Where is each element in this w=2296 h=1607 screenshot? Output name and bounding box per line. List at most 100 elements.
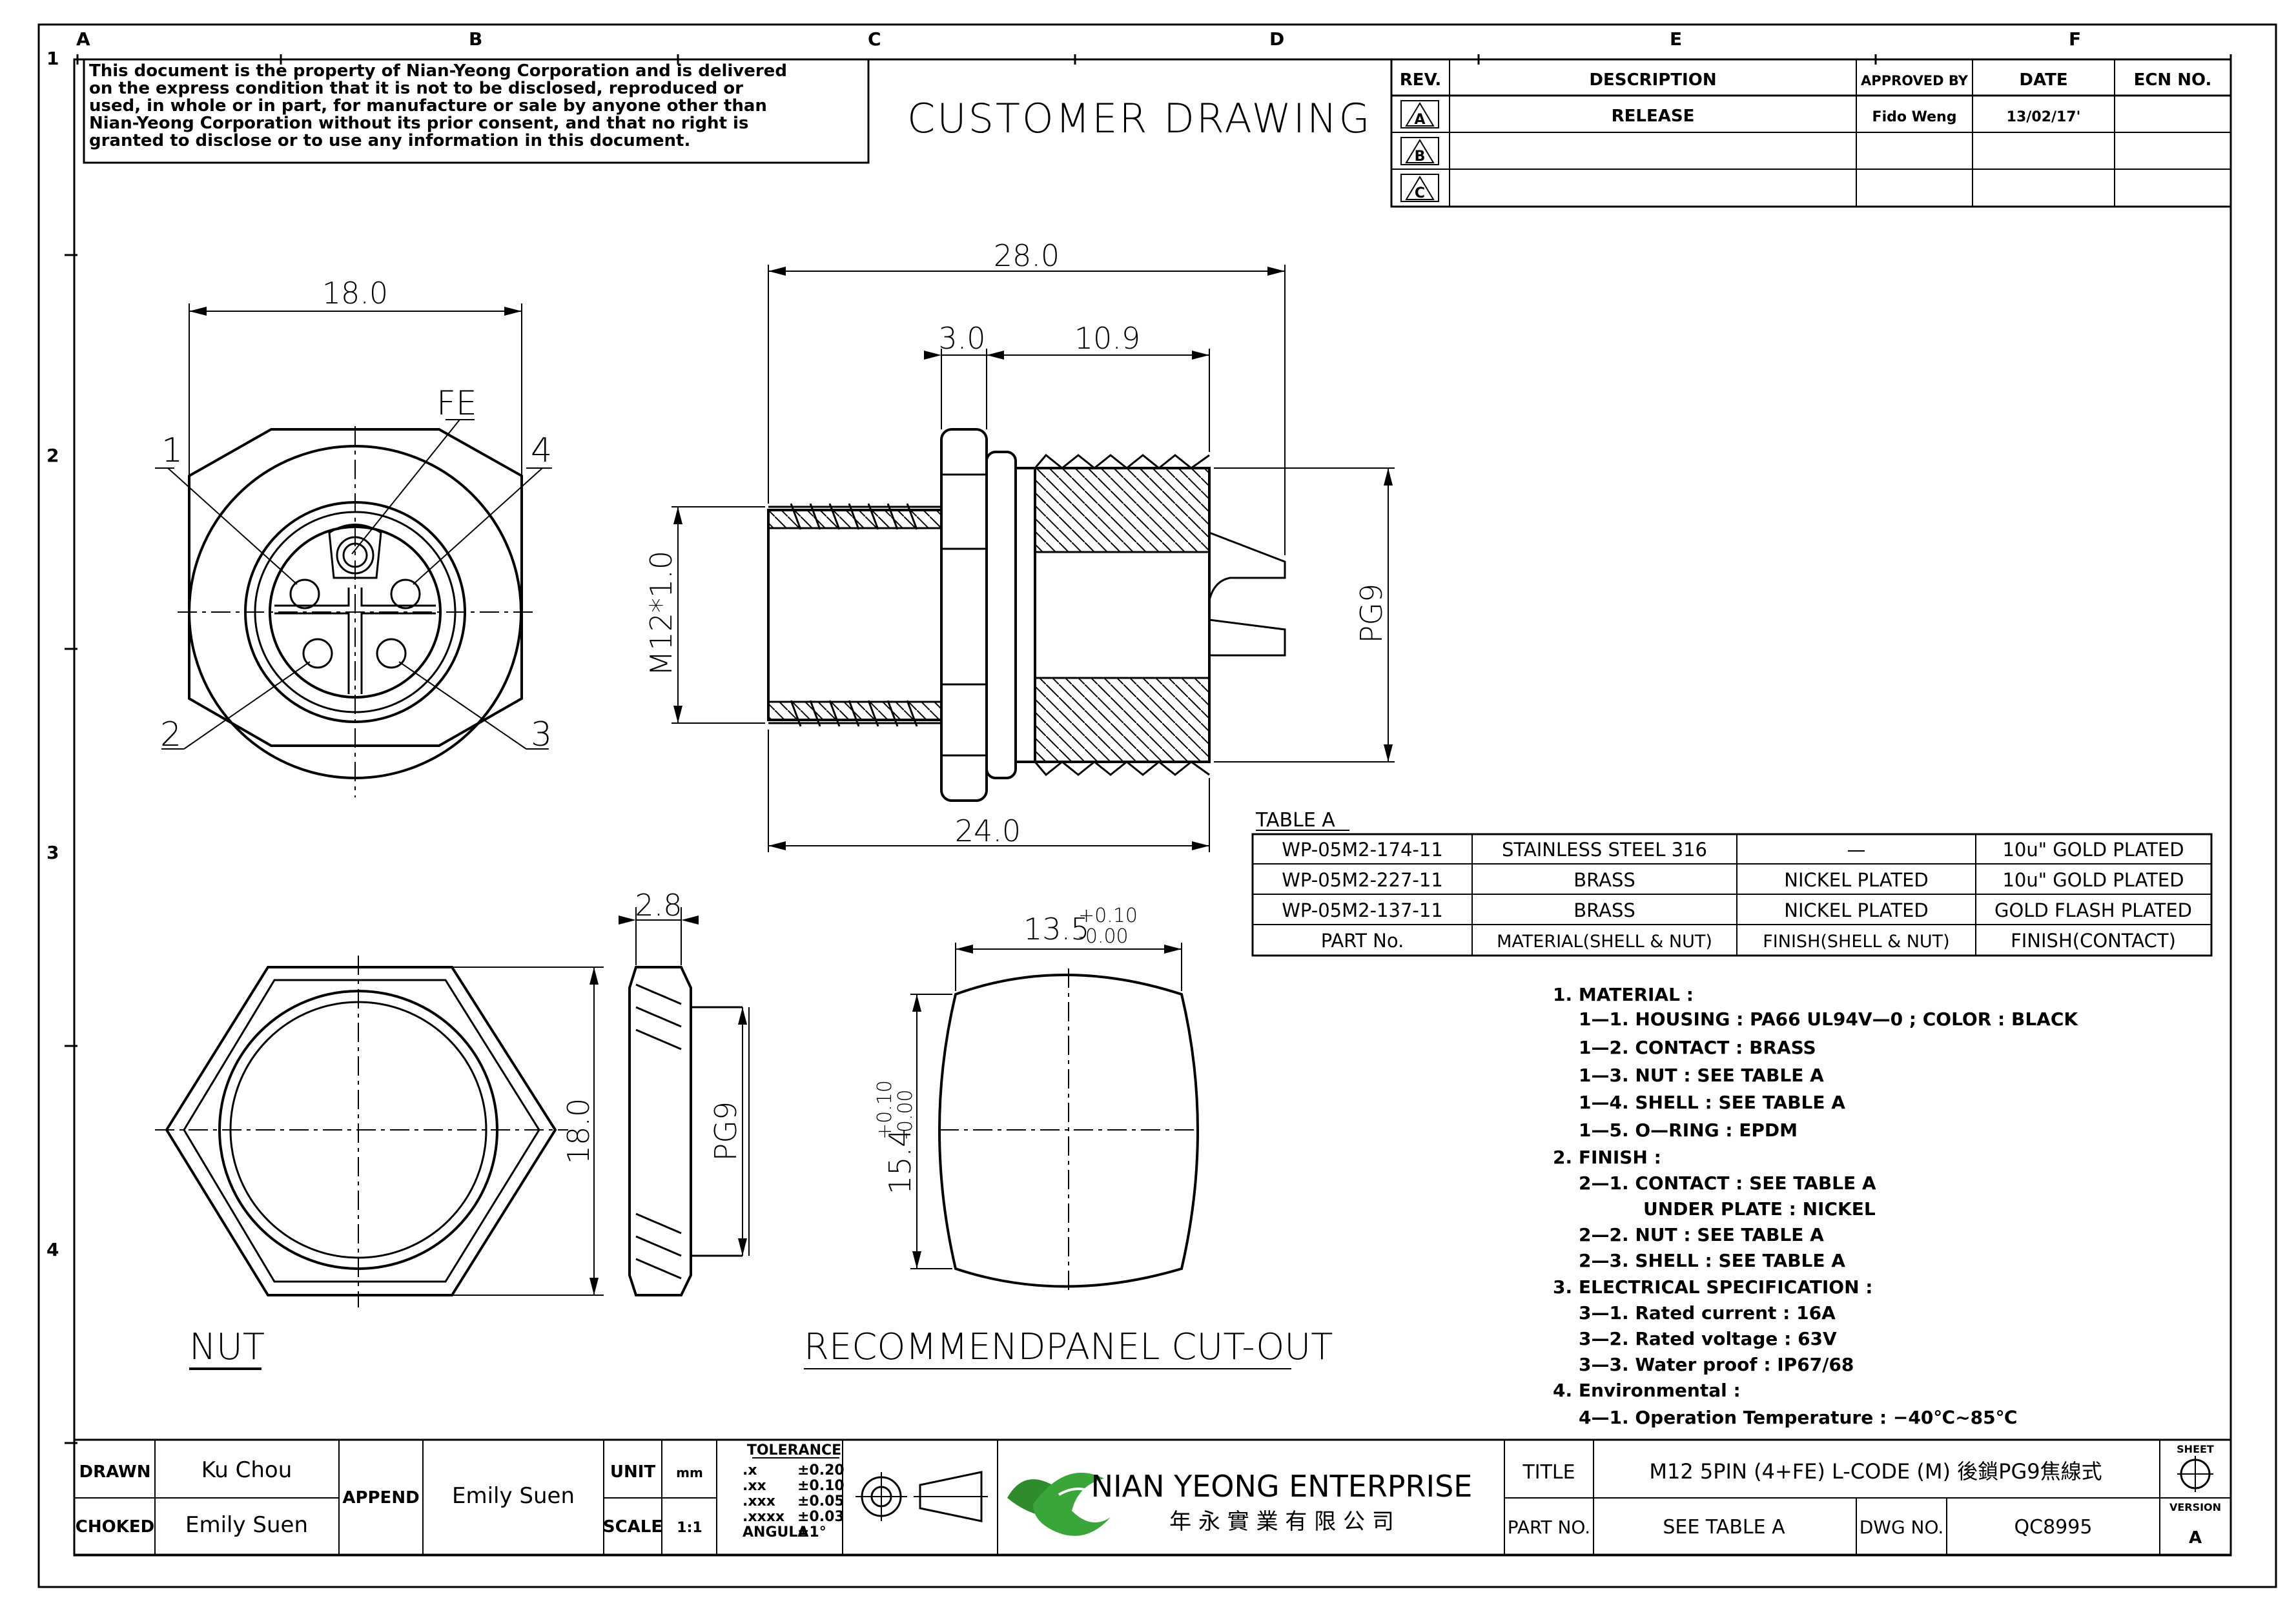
table-cell: — (1847, 839, 1866, 861)
grid-labels: A B C D E F 1 2 3 4 (46, 28, 2081, 1260)
notice-line: Nian-Yeong Corporation without its prior… (89, 114, 748, 133)
table-header-cell: MATERIAL(SHELL & NUT) (1497, 932, 1712, 952)
rev-letter: A (1414, 112, 1425, 128)
note-line: 1—4. SHELL : SEE TABLE A (1579, 1092, 1845, 1113)
append-label: APPEND (342, 1488, 419, 1508)
company-name: NIAN YEONG ENTERPRISE (1091, 1469, 1473, 1504)
tolerance-key: .xxx (743, 1493, 775, 1510)
pin-label-2: 2 (160, 715, 181, 754)
notice-line: This document is the property of Nian-Ye… (89, 61, 787, 81)
table-header-cell: FINISH(SHELL & NUT) (1763, 932, 1949, 952)
checked-by: Emily Suen (185, 1512, 308, 1538)
scale-label: SCALE (603, 1517, 662, 1537)
notice-line: on the express condition that it is not … (89, 79, 743, 98)
rev-letter: B (1415, 148, 1426, 165)
table-cell: WP-05M2-174-11 (1282, 839, 1443, 861)
rev-row-c: C (1400, 174, 1439, 202)
col-label-b: B (469, 28, 482, 50)
tolerance-value: ±0.03 (797, 1509, 845, 1525)
cutout-width-dimension: 13.5 (1023, 912, 1089, 947)
side-rear-thread-dimension: PG9 (1354, 584, 1389, 644)
front-width-dimension: 18.0 (322, 276, 388, 311)
drawing-title: M12 5PIN (4+FE) L-CODE (M) 後鎖PG9焦線式 (1649, 1459, 2102, 1484)
nut-thread-dimension: PG9 (708, 1101, 743, 1162)
rev-header-ecn: ECN NO. (2134, 70, 2212, 90)
front-view: 18.0 FE 1 2 3 4 (155, 276, 552, 797)
company-name-cn: 年 永 實 業 有 限 公 司 (1169, 1509, 1394, 1535)
rev-row-b: B (1400, 137, 1439, 165)
tolerance-key: .xxxx (743, 1509, 784, 1525)
pin-label-1: 1 (161, 431, 183, 470)
cutout-width-tol-plus: +0.10 (1078, 905, 1138, 927)
table-cell: BRASS (1573, 899, 1635, 921)
rev-header-date: DATE (2019, 70, 2067, 90)
cutout-height-tol-minus: -0.00 (894, 1089, 917, 1140)
confidentiality-notice: This document is the property of Nian-Ye… (83, 58, 870, 164)
rev-header-description: DESCRIPTION (1589, 70, 1716, 90)
col-label-d: D (1269, 28, 1284, 50)
document-title: CUSTOMER DRAWING (907, 95, 1372, 142)
dwg-number-label: DWG NO. (1860, 1517, 1944, 1538)
tolerance-key: .xx (743, 1478, 766, 1494)
cutout-width-tol-minus: -0.00 (1078, 925, 1129, 948)
drawn-label: DRAWN (79, 1462, 151, 1482)
col-label-f: F (2069, 28, 2081, 50)
col-label-e: E (1670, 28, 1682, 50)
table-cell: NICKEL PLATED (1784, 869, 1928, 891)
pin-3 (376, 638, 407, 669)
row-label-1: 1 (46, 48, 59, 69)
note-line: 2—3. SHELL : SEE TABLE A (1579, 1250, 1845, 1271)
side-rear-dimension: 10.9 (1074, 321, 1140, 356)
side-flange-dimension: 3.0 (938, 321, 985, 356)
pin-4 (390, 578, 421, 609)
sheet-symbol-icon (2177, 1456, 2213, 1492)
table-cell: NICKEL PLATED (1784, 899, 1928, 921)
projection-symbol-icon (856, 1471, 988, 1522)
tolerance-value: ±0.20 (797, 1462, 845, 1479)
tolerance-value: ±1° (797, 1524, 826, 1540)
table-cell: BRASS (1573, 869, 1635, 891)
part-number-label: PART NO. (1508, 1517, 1590, 1538)
note-line: 1—3. NUT : SEE TABLE A (1579, 1065, 1824, 1086)
table-a-caption: TABLE A (1255, 809, 1335, 832)
table-header-cell: PART No. (1321, 930, 1404, 952)
notice-line: granted to disclose or to use any inform… (89, 131, 690, 150)
nut-thickness-dimension: 2.8 (635, 888, 682, 923)
col-label-a: A (76, 28, 90, 50)
note-line: 4—1. Operation Temperature : −40℃~85℃ (1579, 1407, 2018, 1428)
note-line: 3—3. Water proof : IP67/68 (1579, 1354, 1854, 1375)
pin-label-4: 4 (531, 431, 552, 470)
part-number-value: SEE TABLE A (1663, 1516, 1785, 1539)
note-line: UNDER PLATE : NICKEL (1643, 1198, 1876, 1220)
rev-date: 13/02/17' (2007, 109, 2081, 125)
pin-2 (302, 638, 333, 669)
checked-label: CHOKED (76, 1517, 154, 1537)
note-line: 2. FINISH : (1553, 1147, 1661, 1168)
pin-label-3: 3 (531, 715, 552, 754)
tolerance-value: ±0.05 (797, 1493, 845, 1510)
row-label-4: 4 (46, 1239, 59, 1260)
note-line: 1—2. CONTACT : BRASS (1579, 1037, 1816, 1058)
rev-header-rev: REV. (1400, 70, 1441, 90)
table-cell: WP-05M2-137-11 (1282, 899, 1443, 921)
note-line: 3—2. Rated voltage : 63V (1579, 1328, 1837, 1349)
note-line: 3. ELECTRICAL SPECIFICATION : (1553, 1276, 1872, 1298)
rev-approved-by: Fido Weng (1872, 109, 1957, 125)
tolerance-title: TOLERANCE (747, 1442, 841, 1459)
table-cell: WP-05M2-227-11 (1282, 869, 1443, 891)
drawn-by: Ku Chou (201, 1457, 292, 1483)
rev-header-approved: APPROVED BY (1861, 73, 1969, 88)
nut-height-dimension: 18.0 (561, 1098, 596, 1164)
side-view: 28.0 3.0 10.9 24.0 M12*1.0 PG9 (644, 238, 1395, 852)
append-by: Emily Suen (452, 1483, 575, 1509)
title-label: TITLE (1522, 1461, 1575, 1484)
version-label: VERSION (2169, 1501, 2221, 1513)
note-line: 1—5. O—RING : EPDM (1579, 1120, 1798, 1141)
row-label-3: 3 (46, 842, 59, 863)
unit-value: mm (676, 1465, 703, 1480)
row-label-2: 2 (46, 445, 59, 466)
title-block: DRAWN CHOKED APPEND UNIT SCALE mm 1:1 Ku… (73, 1438, 2232, 1556)
cutout-height-dimension: 15.4 (883, 1129, 917, 1194)
rev-letter: C (1415, 185, 1425, 201)
